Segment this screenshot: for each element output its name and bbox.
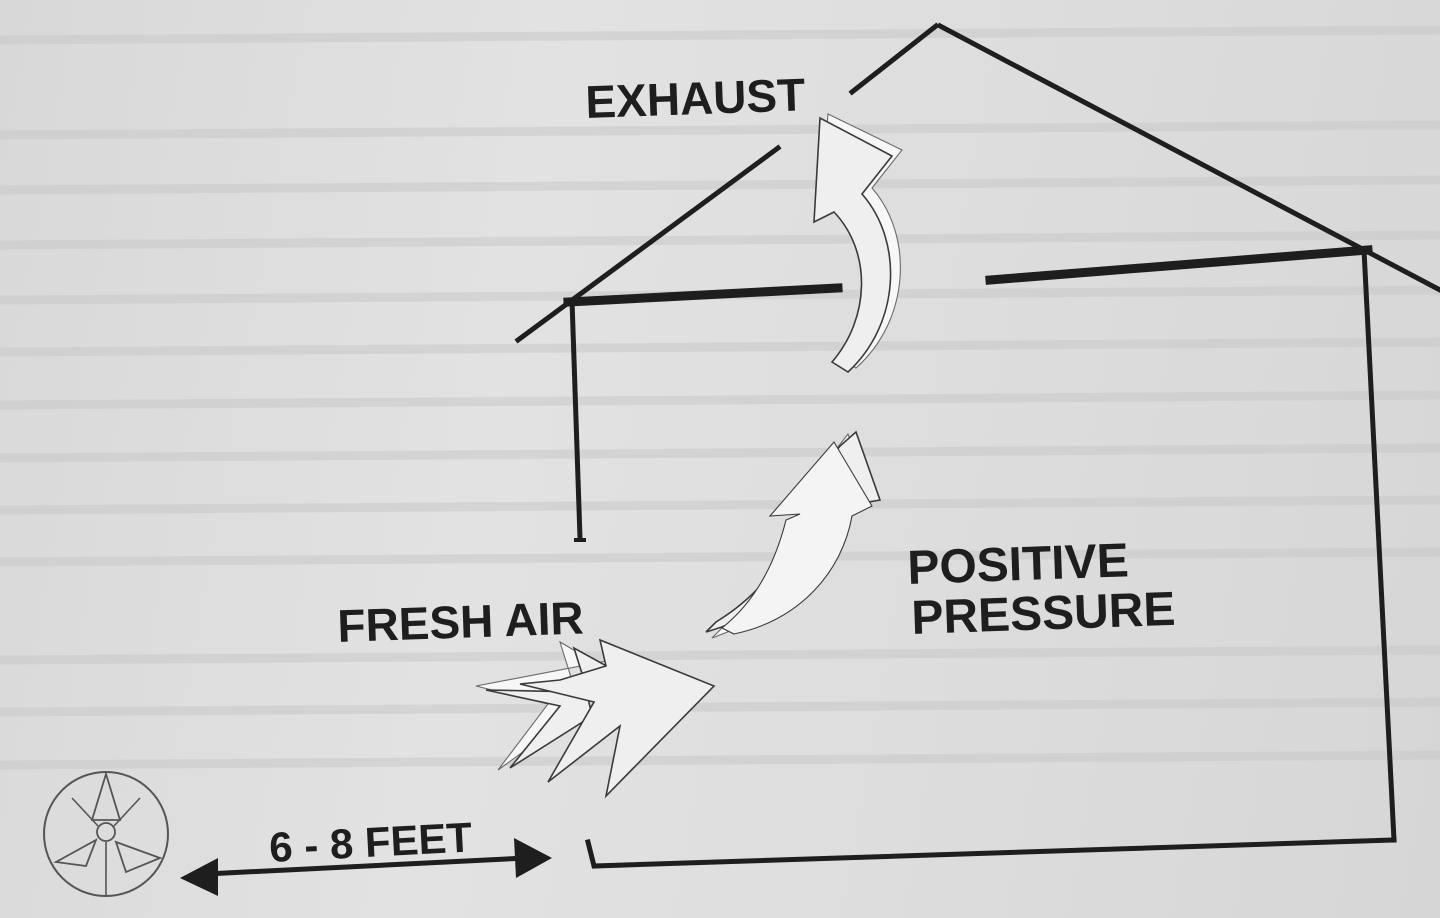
roof-left-upper xyxy=(848,22,940,96)
positive-pressure-label-line1: POSITIVE xyxy=(907,534,1130,595)
double-arrow-icon xyxy=(180,838,552,896)
positive-pressure-label-line2: PRESSURE xyxy=(911,583,1177,645)
house-outline xyxy=(514,22,1440,869)
exhaust-arrow xyxy=(813,113,903,374)
left-wall xyxy=(569,297,583,541)
ceiling-right xyxy=(985,245,1373,285)
fan-icon xyxy=(43,770,169,897)
rising-arrow xyxy=(705,430,882,639)
fresh-air-arrow-front xyxy=(519,638,716,799)
right-wall xyxy=(1361,247,1397,843)
rising-arrow-step xyxy=(720,441,873,635)
floor xyxy=(584,837,1397,869)
exhaust-label: EXHAUST xyxy=(585,68,806,128)
ceiling-left xyxy=(563,283,843,307)
background-texture xyxy=(0,25,1440,770)
fresh-air-label: FRESH AIR xyxy=(337,591,585,652)
distance-label: 6 - 8 FEET xyxy=(268,813,474,871)
exhaust-arrow-main xyxy=(813,116,894,374)
roof-left-lower xyxy=(514,144,782,344)
fresh-air-arrows xyxy=(475,638,716,799)
roof-right xyxy=(936,22,1440,293)
